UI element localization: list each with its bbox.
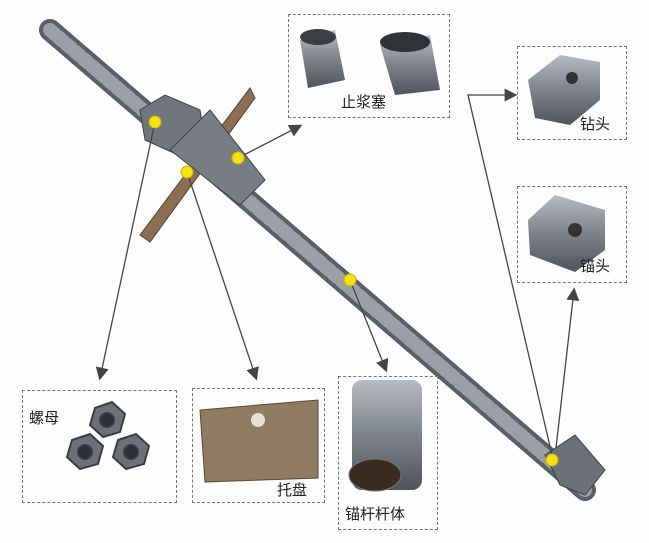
rod-body-label: 锚杆杆体: [345, 505, 406, 523]
grout-stopper-box: 止浆塞: [288, 14, 450, 118]
anchor-head-label: 锚头: [580, 257, 611, 275]
anchor-head-image: [528, 195, 605, 272]
drill-bit-box: 钻头: [517, 46, 627, 140]
drill-bit-label: 钻头: [580, 115, 611, 133]
rod-body-image: [348, 380, 422, 492]
grout-stopper-label: 止浆塞: [341, 93, 387, 111]
anchor-head-box: 锚头: [517, 186, 627, 283]
nut-label: 螺母: [29, 409, 60, 427]
nuts-image: [65, 400, 151, 471]
plate-label: 托盘: [277, 481, 308, 499]
rod-body-box: 锚杆杆体: [338, 376, 438, 530]
grout-stopper: [169, 109, 266, 206]
drill-bit-end: [544, 434, 606, 496]
plate-box: 托盘: [192, 388, 325, 503]
nut-box: 螺母: [22, 390, 177, 503]
connector-lines: [95, 88, 580, 456]
drill-bit-image: [528, 55, 600, 125]
anchor-rod: [39, 19, 596, 501]
plate-image: [199, 399, 319, 483]
stopper-images: [300, 29, 440, 95]
markers: [148, 115, 559, 467]
